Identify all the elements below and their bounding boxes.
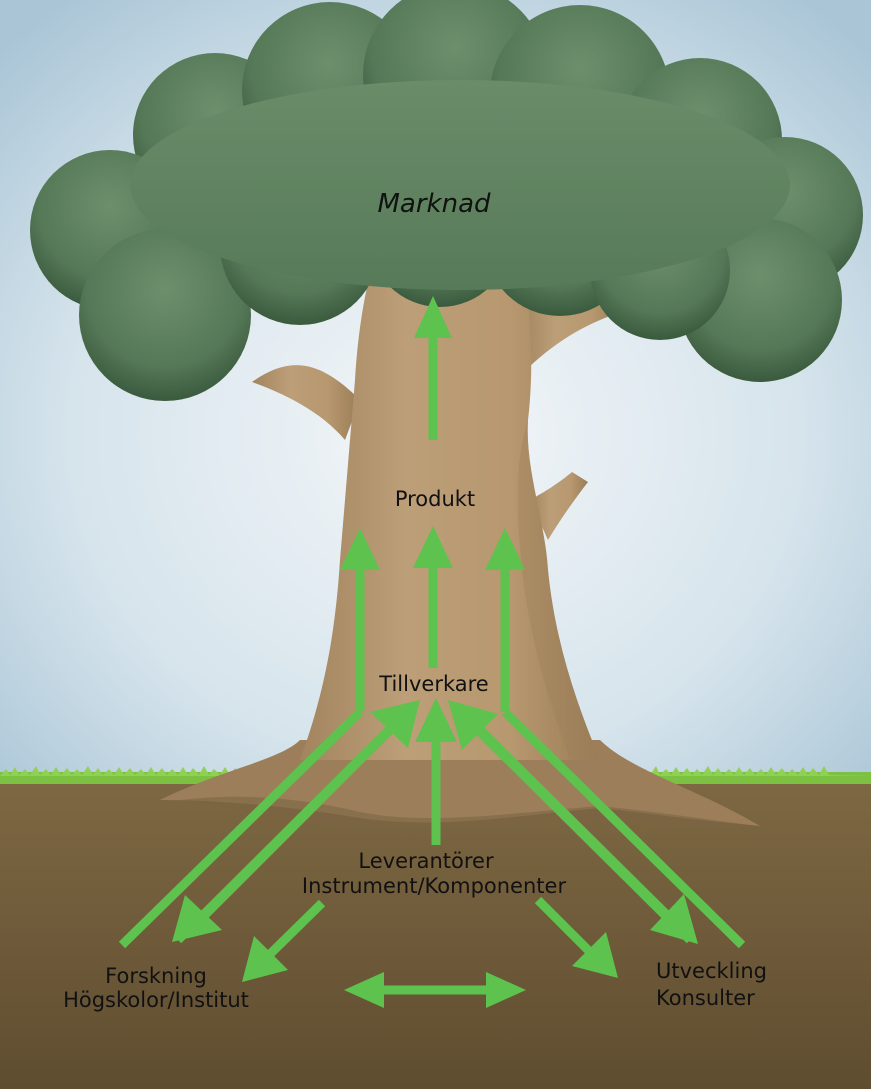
arrowhead-development-side	[486, 972, 526, 1008]
label-development-line1: Utveckling	[656, 959, 767, 983]
label-development-line2: Konsulter	[656, 986, 755, 1010]
tree-canopy	[30, 0, 863, 401]
arrowhead-manufacturer-from-research	[370, 700, 420, 748]
arrowhead-development	[650, 894, 698, 944]
arrow-research-to-manufacturer	[174, 720, 399, 944]
arrowhead-product-right	[485, 528, 525, 570]
root-shadow	[180, 796, 760, 835]
label-research-line2: Högskolor/Institut	[63, 988, 249, 1012]
arrowhead-research	[172, 895, 222, 942]
arrow-research-to-manufacturer-line	[118, 708, 364, 949]
label-market: Marknad	[377, 189, 491, 219]
label-supplier-line1: Leverantörer	[358, 849, 494, 873]
branch-stub	[530, 472, 588, 540]
arrowhead-product-center	[413, 526, 453, 568]
label-supplier-line2: Instrument/Komponenter	[302, 874, 567, 898]
arrow-supplier-to-research	[258, 899, 326, 966]
arrow-supplier-to-development	[534, 896, 600, 962]
arrowhead-manufacturer-from-supplier	[415, 698, 457, 742]
tree-trunk	[300, 255, 600, 760]
flow-arrows	[118, 330, 746, 995]
label-research-line1: Forskning	[105, 964, 207, 988]
label-manufacturer: Tillverkare	[378, 672, 488, 696]
label-product: Produkt	[395, 487, 475, 511]
arrowhead-product-left	[340, 528, 380, 570]
arrowhead-research-from-supplier	[242, 936, 288, 982]
arrowhead-development-from-supplier	[572, 932, 618, 978]
trunk-shading	[517, 420, 600, 760]
arrow-development-to-manufacturer	[468, 720, 694, 944]
arrow-heads	[172, 296, 698, 1008]
arrowhead-market	[414, 296, 452, 338]
arrowhead-manufacturer-from-development	[448, 700, 498, 750]
left-branch	[252, 365, 360, 440]
arrow-development-to-manufacturer-line	[501, 708, 746, 949]
arrowhead-research-side	[344, 972, 384, 1008]
